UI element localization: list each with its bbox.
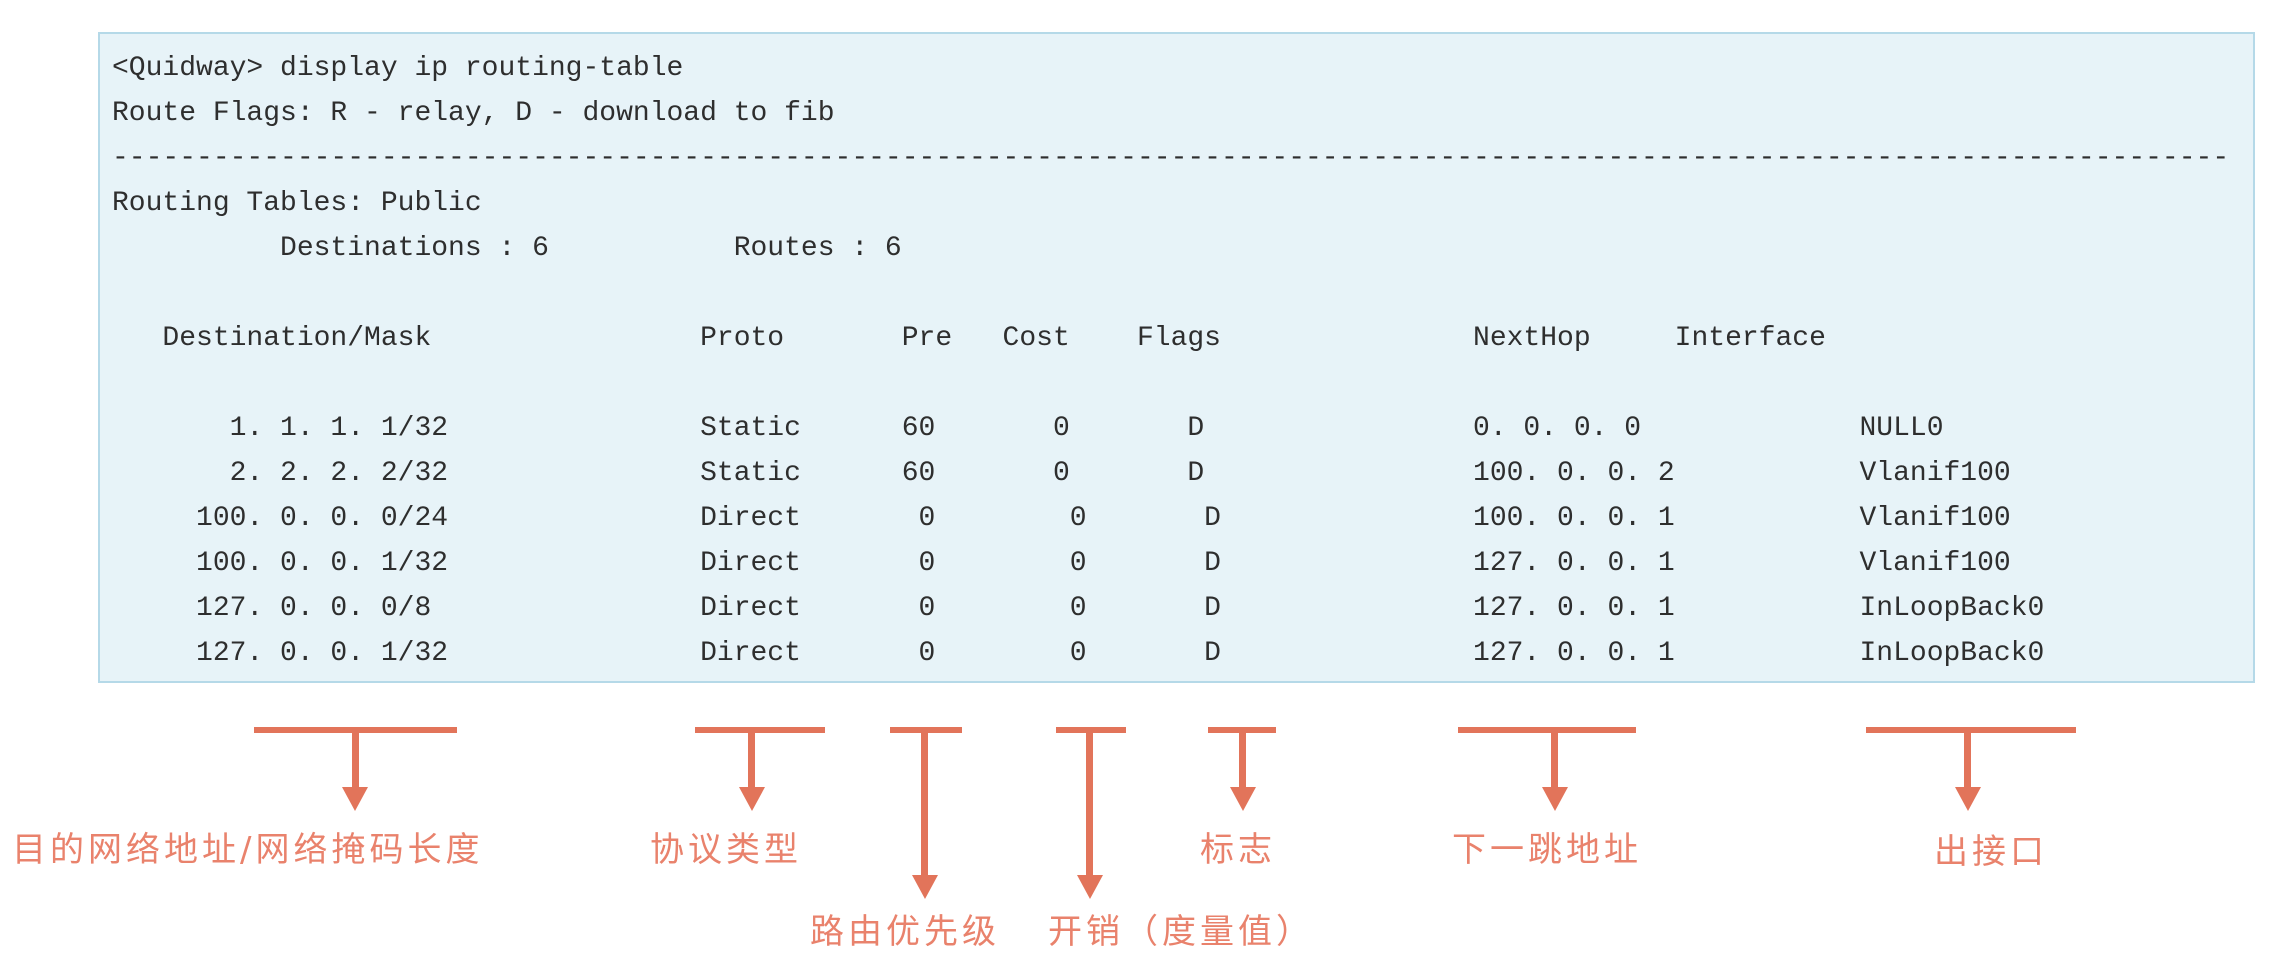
annotation-arrow-stem: [748, 727, 755, 789]
annotation-label: 下一跳地址: [1452, 830, 1642, 870]
annotation-underline-bar: [1458, 727, 1636, 733]
annotation-underline-bar: [1866, 727, 2076, 733]
down-arrow-icon: [1077, 875, 1103, 899]
annotation-label: 协议类型: [650, 830, 802, 870]
annotation-arrow-stem: [1964, 727, 1971, 789]
down-arrow-icon: [739, 787, 765, 811]
annotation-label: 出接口: [1934, 832, 2048, 872]
annotation-label: 标志: [1200, 830, 1276, 870]
annotation-arrow-stem: [1239, 727, 1246, 789]
down-arrow-icon: [1230, 787, 1256, 811]
annotation-arrow-stem: [1086, 727, 1093, 877]
annotation-underline-bar: [695, 727, 825, 733]
terminal-text: <Quidway> display ip routing-table Route…: [112, 53, 2230, 669]
down-arrow-icon: [1955, 787, 1981, 811]
annotation-label: 路由优先级: [810, 912, 1000, 952]
annotation-label: 目的网络地址/网络掩码长度: [12, 830, 484, 870]
annotation-label: 开销（度量值）: [1048, 912, 1314, 952]
terminal-output-panel: <Quidway> display ip routing-table Route…: [98, 32, 2255, 683]
annotation-arrow-stem: [352, 727, 359, 789]
down-arrow-icon: [342, 787, 368, 811]
down-arrow-icon: [912, 875, 938, 899]
annotation-arrow-stem: [1551, 727, 1558, 789]
annotation-arrow-stem: [921, 727, 928, 877]
down-arrow-icon: [1542, 787, 1568, 811]
